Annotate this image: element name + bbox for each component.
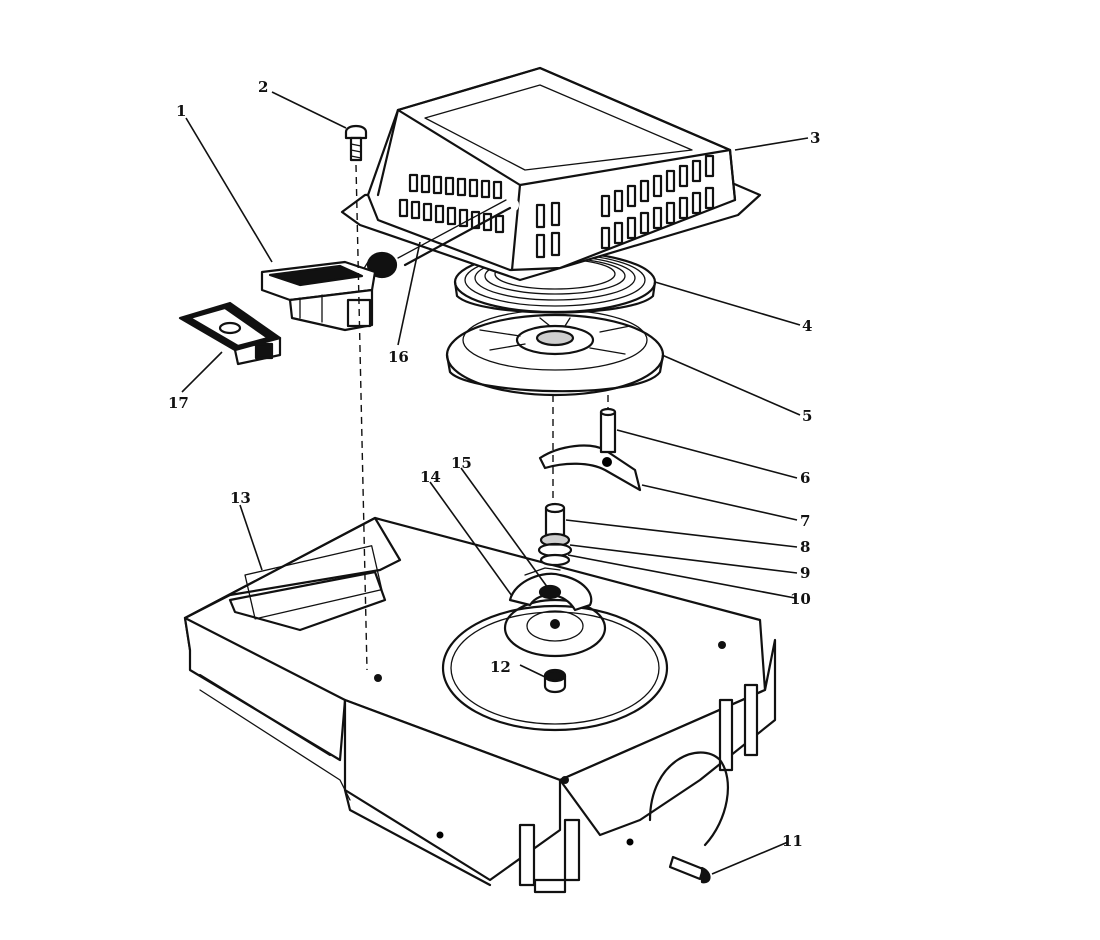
callout-6: 6	[800, 469, 810, 487]
callout-3: 3	[810, 129, 820, 147]
callout-10: 10	[790, 590, 811, 608]
engine-shroud	[183, 516, 777, 894]
callout-2: 2	[258, 78, 268, 96]
starter-handle	[260, 260, 377, 332]
alignment-lines	[355, 164, 609, 671]
shroud-screw	[668, 855, 711, 884]
callout-17: 17	[168, 394, 189, 412]
leader-lines	[181, 91, 809, 875]
callout-15: 15	[451, 454, 472, 472]
center-bolt	[537, 502, 573, 567]
callout-1: 1	[176, 102, 186, 120]
bolt	[543, 668, 567, 694]
callout-5: 5	[802, 407, 812, 425]
callout-labels: 1 2 3 4 5 6 7 8 9 10 11 12 13 14 15 16 1…	[168, 78, 820, 850]
callout-7: 7	[800, 512, 810, 530]
callout-13: 13	[230, 489, 251, 507]
callout-11: 11	[782, 832, 803, 850]
cover-screw	[344, 124, 368, 162]
pawl-plate	[508, 567, 593, 612]
callout-14: 14	[420, 468, 441, 486]
callout-16: 16	[388, 348, 409, 366]
handle-insert	[178, 301, 282, 366]
callout-4: 4	[802, 317, 812, 335]
callout-8: 8	[800, 538, 810, 556]
callout-9: 9	[800, 564, 810, 582]
friction-plate	[538, 444, 642, 492]
pulley	[445, 309, 665, 397]
callout-12: 12	[490, 658, 511, 676]
starter-cover	[340, 66, 762, 282]
pin	[599, 407, 617, 454]
